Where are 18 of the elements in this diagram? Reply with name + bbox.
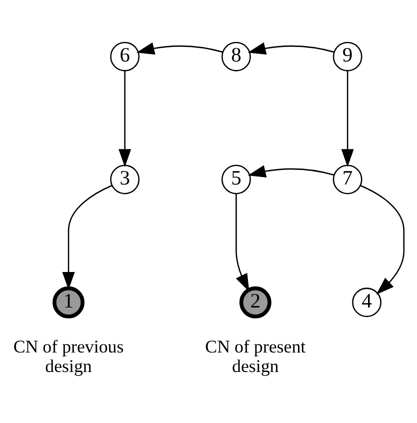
arrow xyxy=(235,194,249,292)
node-circle: 9 xyxy=(332,42,362,72)
arrow xyxy=(340,71,354,168)
node-circle: 7 xyxy=(332,164,362,194)
arrow xyxy=(118,71,131,168)
node-circle: 8 xyxy=(220,42,250,72)
node-circle: 2 xyxy=(238,286,271,318)
node-circle: 6 xyxy=(110,42,140,72)
arrow xyxy=(360,185,404,295)
arrow xyxy=(247,42,334,55)
node-label: CN of previous design xyxy=(12,336,124,376)
arrow xyxy=(247,165,334,178)
arrow xyxy=(136,42,222,55)
node-circle: 3 xyxy=(110,164,140,194)
node-circle: 5 xyxy=(220,164,250,194)
node-circle: 1 xyxy=(52,286,84,318)
node-circle: 4 xyxy=(352,288,381,318)
node-label: CN of present design xyxy=(204,336,306,376)
